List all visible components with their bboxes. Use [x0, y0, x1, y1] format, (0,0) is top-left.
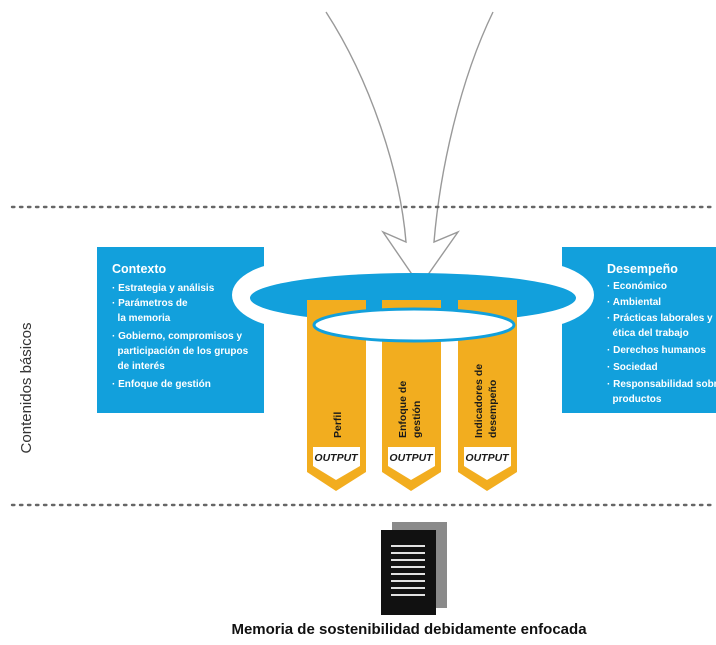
performance-item: · Derechos humanos: [607, 345, 706, 356]
context-item: de interés: [112, 361, 165, 372]
performance-item: ética del trabajo: [607, 328, 689, 339]
output-label: OUTPUT: [465, 452, 510, 464]
side-label: Contenidos básicos: [18, 323, 35, 454]
output-label: OUTPUT: [314, 452, 359, 464]
context-item: · Estrategia y análisis: [112, 283, 215, 294]
context-item: la memoria: [112, 313, 171, 324]
column-label: Enfoque de: [397, 381, 409, 438]
performance-item: · Ambiental: [607, 297, 661, 308]
output-label: OUTPUT: [389, 452, 434, 464]
column-label: Indicadores de: [473, 364, 485, 438]
column-management-approach: Enfoque de gestión OUTPUT: [382, 300, 441, 491]
column-profile: Perfil OUTPUT: [307, 300, 366, 491]
column-label: Perfil: [332, 412, 344, 438]
column-label: desempeño: [487, 380, 499, 438]
performance-item: · Económico: [607, 281, 667, 292]
performance-item: · Responsabilidad sobre: [607, 379, 716, 390]
context-item: · Parámetros de: [112, 298, 188, 309]
caption: Memoria de sostenibilidad debidamente en…: [231, 621, 587, 638]
context-item: · Gobierno, compromisos y: [112, 331, 242, 342]
column-performance-indicators: Indicadores de desempeño OUTPUT: [458, 300, 517, 491]
context-item: · Enfoque de gestión: [112, 379, 211, 390]
column-label: gestión: [411, 401, 423, 438]
funnel-arrow-icon: [325, 11, 494, 288]
funnel-ring-inner: [312, 307, 516, 343]
document-icon: [381, 522, 447, 615]
context-item: participación de los grupos: [112, 346, 249, 357]
performance-item: · Prácticas laborales y: [607, 313, 713, 324]
performance-title: Desempeño: [607, 262, 678, 276]
context-title: Contexto: [112, 262, 167, 276]
performance-item: · Sociedad: [607, 362, 658, 373]
performance-item: productos: [607, 394, 662, 405]
